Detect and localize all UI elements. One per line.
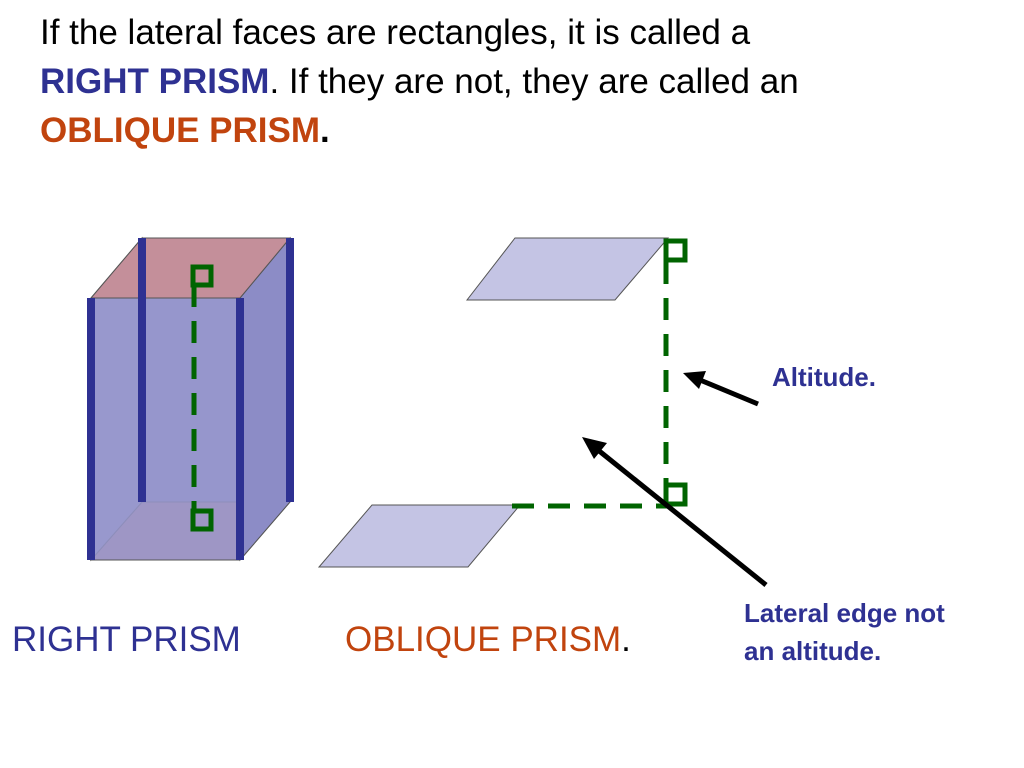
- heading-oblique-prism-term: OBLIQUE PRISM: [40, 111, 321, 150]
- heading-end: .: [320, 111, 330, 150]
- heading-part1: If the lateral faces are rectangles, it …: [40, 13, 751, 52]
- oblique-prism-label-text: OBLIQUE PRISM: [345, 620, 622, 659]
- oblique-prism: [317, 237, 768, 587]
- heading-text: If the lateral faces are rectangles, it …: [40, 8, 1000, 155]
- right-angle-marker-upper: [663, 238, 688, 263]
- lateral-edge-arrow-head: [582, 437, 607, 459]
- oblique-prism-label: OBLIQUE PRISM.: [345, 620, 631, 660]
- oblique-bottom-base: [317, 504, 522, 568]
- right-angle-marker-lower: [663, 482, 688, 507]
- lateral-edge-arrow-line: [596, 448, 768, 587]
- right-angle-marker-bottom: [190, 508, 214, 532]
- lateral-edge-label: Lateral edge not an altitude.: [744, 594, 945, 670]
- right-prism: [87, 236, 294, 562]
- altitude-arrow-head: [683, 371, 706, 389]
- lateral-edge-label-line2: an altitude.: [744, 636, 882, 666]
- right-prism-label: RIGHT PRISM: [12, 620, 241, 659]
- oblique-prism-label-dot: .: [621, 620, 631, 659]
- oblique-top-base: [465, 237, 670, 301]
- heading-right-prism-term: RIGHT PRISM: [40, 62, 270, 101]
- right-angle-marker-top: [190, 264, 214, 288]
- altitude-arrow-line: [699, 377, 759, 407]
- prism-front-face: [90, 297, 241, 561]
- lateral-edge-label-line1: Lateral edge not: [744, 598, 945, 628]
- heading-part2: . If they are not, they are called an: [269, 62, 799, 101]
- altitude-label: Altitude.: [772, 362, 876, 392]
